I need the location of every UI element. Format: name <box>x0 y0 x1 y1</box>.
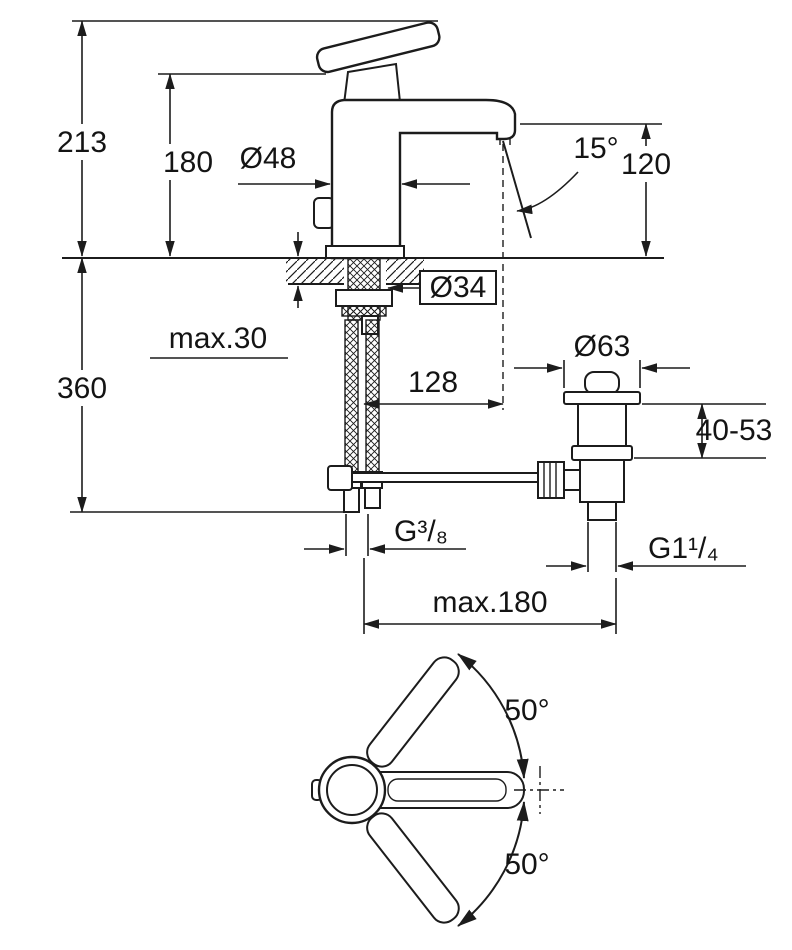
swing-down-label: 50° <box>504 848 549 881</box>
spout-body <box>330 98 517 260</box>
dim-flange-diameter: Ø63 <box>514 330 690 388</box>
pop-up-rod <box>349 472 541 483</box>
dim-waste-height: 40-53 <box>634 403 773 459</box>
waste-tailpipe <box>587 501 617 521</box>
waste-plug-cap <box>584 371 620 395</box>
handle-position-up <box>366 656 460 768</box>
dimensions: 213 180 Ø48 15° 120 <box>50 20 773 634</box>
dim-spout-angle: 15° <box>516 132 619 215</box>
fixing-washer <box>341 305 387 317</box>
dim-depth: 360 <box>50 257 348 513</box>
waste-flange <box>563 391 641 405</box>
dim-spout-reach-label: 128 <box>408 366 458 399</box>
side-view <box>62 21 664 513</box>
handle-inner-outline <box>387 778 507 802</box>
dim-handle-height: 180 <box>154 73 326 257</box>
waste-collar <box>571 445 633 461</box>
dim-deck-thickness: max.30 <box>150 232 303 359</box>
rod-fitting <box>327 465 353 491</box>
top-view: 50° 50° <box>311 653 564 927</box>
swing-arc-up <box>457 653 529 779</box>
dim-waste-thread: G1¹/₄ <box>546 522 746 572</box>
waste-lower-body <box>579 459 625 503</box>
dim-total-height: 213 <box>50 20 438 257</box>
supply-hose-right <box>365 319 380 473</box>
dim-mounting-hole: Ø34 <box>387 270 497 305</box>
handle-position-down <box>366 812 460 924</box>
base-escutcheon <box>325 245 405 259</box>
dim-waste-thread-label: G1¹/₄ <box>648 532 719 565</box>
dim-spout-angle-label: 15° <box>573 132 618 165</box>
stream-angle-line <box>502 140 532 239</box>
swing-up-label: 50° <box>504 694 549 727</box>
hose-end-left <box>343 487 360 513</box>
dim-flange-diameter-label: Ø63 <box>574 330 631 363</box>
hose-end-right <box>364 487 381 509</box>
body-outer-circle <box>317 755 387 825</box>
dim-handle-height-label: 180 <box>163 146 213 179</box>
fixing-nut <box>335 289 393 307</box>
dim-waste-height-label: 40-53 <box>696 414 773 447</box>
supply-hose-left <box>344 319 359 473</box>
adjuster-link <box>563 469 581 491</box>
dim-rod-reach: max.180 <box>363 558 617 634</box>
dim-deck-thickness-label: max.30 <box>169 322 267 355</box>
handle-lever <box>315 21 441 74</box>
dim-hose-thread-label: G³/₈ <box>394 515 448 548</box>
pop-up-waste <box>537 371 641 521</box>
dim-body-diameter-label: Ø48 <box>240 142 297 175</box>
waste-upper-body <box>577 403 627 447</box>
dim-spout-height: 120 <box>520 123 680 257</box>
dim-depth-label: 360 <box>57 372 107 405</box>
dim-body-diameter: Ø48 <box>238 142 470 189</box>
dim-spout-height-label: 120 <box>621 148 671 181</box>
swing-arc-down <box>457 801 529 927</box>
dim-hose-thread: G³/₈ <box>304 514 466 556</box>
handle-stem <box>342 62 402 106</box>
dim-total-height-label: 213 <box>57 126 107 159</box>
knurled-adjuster <box>537 461 565 499</box>
dim-rod-reach-label: max.180 <box>432 586 547 619</box>
dim-spout-reach: 128 <box>363 366 504 409</box>
dim-mounting-hole-label: Ø34 <box>430 271 487 304</box>
body-inner-circle <box>326 764 378 816</box>
